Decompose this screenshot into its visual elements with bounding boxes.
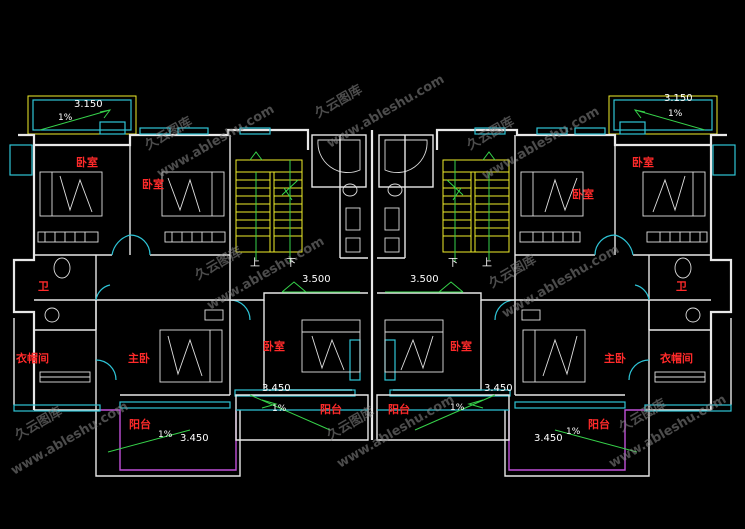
bed-left-1	[37, 171, 103, 243]
level-balcony-bottom-right: 3.450	[534, 433, 563, 444]
watermark-brand: 久云图库	[464, 114, 517, 154]
level-balcony-left: 3.450	[262, 383, 291, 394]
room-label-bedroom: 卧室	[450, 339, 472, 353]
slope-label: 1%	[272, 404, 287, 414]
room-label-closet: 衣帽间	[660, 351, 693, 365]
balcony-top-left	[27, 95, 137, 135]
stair-left	[235, 151, 303, 262]
room-label-bathroom: 卫	[38, 280, 49, 293]
stair-down-mark: 下	[286, 258, 296, 269]
wall-top-left	[18, 128, 310, 150]
watermark-site: www.ableshu.com	[155, 102, 278, 181]
stair-down-mark: 下	[448, 258, 458, 269]
level-top-left: 3.150	[74, 99, 103, 110]
stair-up-mark: 上	[250, 257, 260, 269]
watermark-brand: 久云图库	[312, 82, 365, 122]
slope-label: 1%	[158, 430, 173, 440]
room-label-master-bedroom: 主卧	[604, 351, 626, 365]
level-top-right: 3.150	[664, 93, 693, 104]
level-stair-right: 3.500	[410, 274, 439, 285]
room-label-bedroom: 卧室	[572, 187, 594, 201]
room-label-bedroom: 卧室	[263, 339, 285, 353]
watermark-brand: 久云图库	[486, 252, 539, 292]
slope-label: 1%	[58, 113, 73, 123]
shower-left	[311, 134, 367, 188]
slope-label: 1%	[668, 109, 683, 119]
level-balcony-right: 3.450	[484, 383, 513, 394]
room-label-bedroom: 卧室	[142, 177, 164, 191]
bed-left-3	[301, 319, 361, 373]
bed-left-2	[161, 171, 226, 243]
room-label-bedroom: 卧室	[76, 155, 98, 169]
room-label-bathroom: 卫	[676, 280, 687, 293]
room-label-master-bedroom: 主卧	[128, 351, 150, 365]
room-label-balcony: 阳台	[129, 417, 151, 431]
level-stair-left: 3.500	[302, 274, 331, 285]
right-unit	[376, 95, 736, 477]
room-label-balcony: 阳台	[320, 402, 342, 416]
room-label-bedroom: 卧室	[632, 155, 654, 169]
slope-label: 1%	[566, 427, 581, 437]
toilet-left	[53, 257, 71, 279]
room-label-closet: 衣帽间	[16, 351, 49, 365]
watermark-layer: 久云图库 www.ableshu.com 久云图库 www.ableshu.co…	[9, 72, 730, 478]
watermark-brand: 久云图库	[192, 244, 245, 284]
bed-left-master	[159, 309, 224, 383]
room-label-balcony: 阳台	[388, 402, 410, 416]
stair-up-mark: 上	[482, 257, 492, 269]
level-balcony-bottom-left: 3.450	[180, 433, 209, 444]
wall-outer-left	[12, 145, 36, 410]
watermark-site: www.ableshu.com	[500, 242, 623, 321]
room-label-balcony: 阳台	[588, 417, 610, 431]
balcony-bottom-left	[100, 409, 237, 471]
left-unit	[9, 95, 369, 477]
balcony-south-left	[235, 394, 369, 441]
sink-left	[44, 307, 60, 323]
slope-label: 1%	[450, 403, 465, 413]
